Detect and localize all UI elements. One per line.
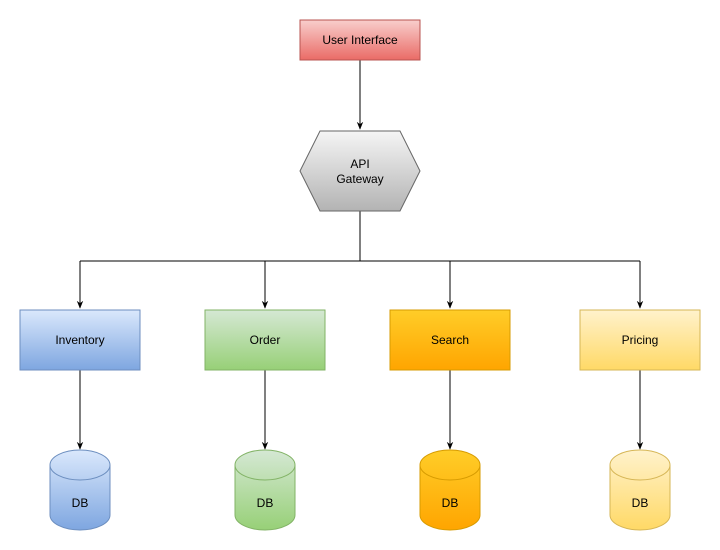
api-gateway-node: API Gateway [299, 130, 421, 212]
user-interface-label: User Interface [322, 33, 398, 47]
api-gateway-label-line1: API [350, 157, 369, 171]
search-db-label: DB [442, 496, 459, 510]
search-service-node: Search [389, 309, 511, 371]
search-db-cylinder: DB [419, 449, 481, 531]
inventory-db-cylinder: DB [49, 449, 111, 531]
order-label: Order [250, 333, 281, 347]
order-db-cylinder: DB [234, 449, 296, 531]
inventory-label: Inventory [55, 333, 104, 347]
pricing-db-label: DB [632, 496, 649, 510]
api-gateway-label-line2: Gateway [336, 172, 383, 186]
inventory-service-node: Inventory [19, 309, 141, 371]
order-db-label: DB [257, 496, 274, 510]
pricing-label: Pricing [622, 333, 659, 347]
pricing-db-cylinder: DB [609, 449, 671, 531]
inventory-db-label: DB [72, 496, 89, 510]
edges [76, 60, 644, 450]
order-service-node: Order [204, 309, 326, 371]
pricing-service-node: Pricing [579, 309, 701, 371]
search-label: Search [431, 333, 469, 347]
user-interface-node: User Interface [299, 19, 421, 61]
